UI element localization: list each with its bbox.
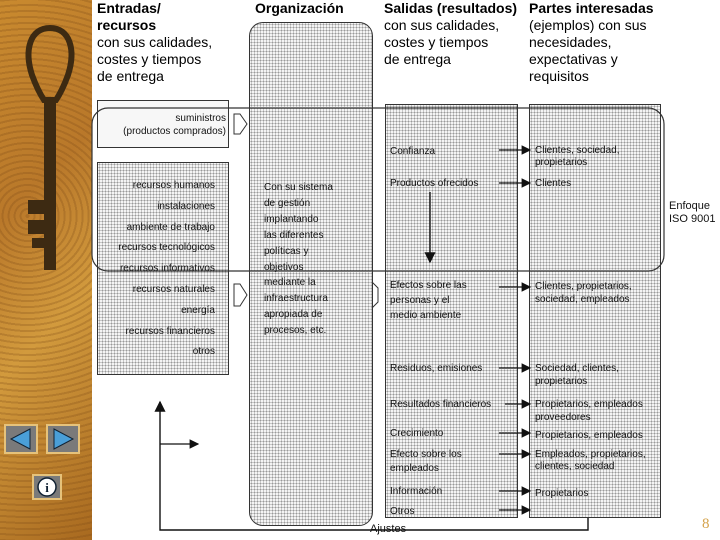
- outputs-header: Salidas (resultados) con sus calidades, …: [384, 0, 518, 67]
- triangle-right-icon: [53, 428, 75, 450]
- output-item: Productos ofrecidos: [390, 178, 479, 189]
- supplies-label: suministros (productos comprados): [123, 113, 226, 137]
- iso-focus-outline: [91, 107, 665, 272]
- party-item: Propietarios, empleados: [535, 430, 643, 441]
- feedback-loop-line: [154, 400, 589, 531]
- output-item: Resultados financieros: [390, 399, 492, 410]
- outputs-box: [385, 104, 518, 518]
- resource-item: recursos humanos: [132, 180, 215, 191]
- resource-item: recursos financieros: [125, 325, 215, 337]
- resource-item: recursos informativos: [119, 263, 215, 275]
- resource-item: energía: [181, 304, 215, 316]
- resources-arrow: [233, 283, 248, 307]
- party-item: Empleados, propietarios,clientes, socied…: [535, 449, 646, 472]
- party-item: Clientes, sociedad,propietarios: [535, 145, 620, 168]
- inputs-header: Entradas/ recursos con sus calidades, co…: [97, 0, 213, 84]
- party-item: Propietarios: [535, 488, 589, 499]
- resource-item: recursos naturales: [132, 283, 215, 295]
- resource-item: otros: [192, 346, 215, 358]
- svg-text:i: i: [45, 480, 49, 495]
- page-number: 8: [702, 516, 710, 532]
- output-item: Crecimiento: [390, 428, 444, 439]
- party-item: Sociedad, clientes,propietarios: [535, 363, 619, 387]
- supplies-arrow: [233, 113, 248, 135]
- triangle-left-icon: [9, 428, 31, 450]
- parties-box: [529, 104, 661, 518]
- info-icon: i: [37, 477, 57, 497]
- prev-button[interactable]: [4, 424, 38, 454]
- output-item: Otros: [390, 506, 415, 517]
- party-item: Clientes: [535, 178, 572, 189]
- resources-box: [97, 162, 229, 375]
- resource-item: ambiente de trabajo: [126, 221, 215, 233]
- feedback-label: Ajustes: [370, 523, 407, 535]
- output-item: Información: [390, 486, 443, 497]
- resource-item: instalaciones: [157, 200, 215, 212]
- parties-header: Partes interesadas (ejemplos) con sus ne…: [529, 0, 654, 84]
- resources-list: recursos humanos instalaciones ambiente …: [100, 176, 215, 363]
- output-item: Residuos, emisiones: [390, 363, 483, 374]
- next-button[interactable]: [46, 424, 80, 454]
- key-icon: [25, 24, 75, 270]
- party-item: Clientes, propietarios,sociedad, emplead…: [535, 281, 632, 305]
- organization-description: Con su sistema de gestión implantando la…: [264, 182, 333, 337]
- sidebar: i: [0, 0, 92, 540]
- resource-item: recursos tecnológicos: [118, 242, 215, 254]
- outputs-bracket-arrow: [371, 281, 379, 309]
- info-button[interactable]: i: [32, 474, 62, 500]
- output-item: Confianza: [390, 146, 436, 157]
- organization-header: Organización: [255, 0, 344, 16]
- organization-box: [249, 22, 373, 526]
